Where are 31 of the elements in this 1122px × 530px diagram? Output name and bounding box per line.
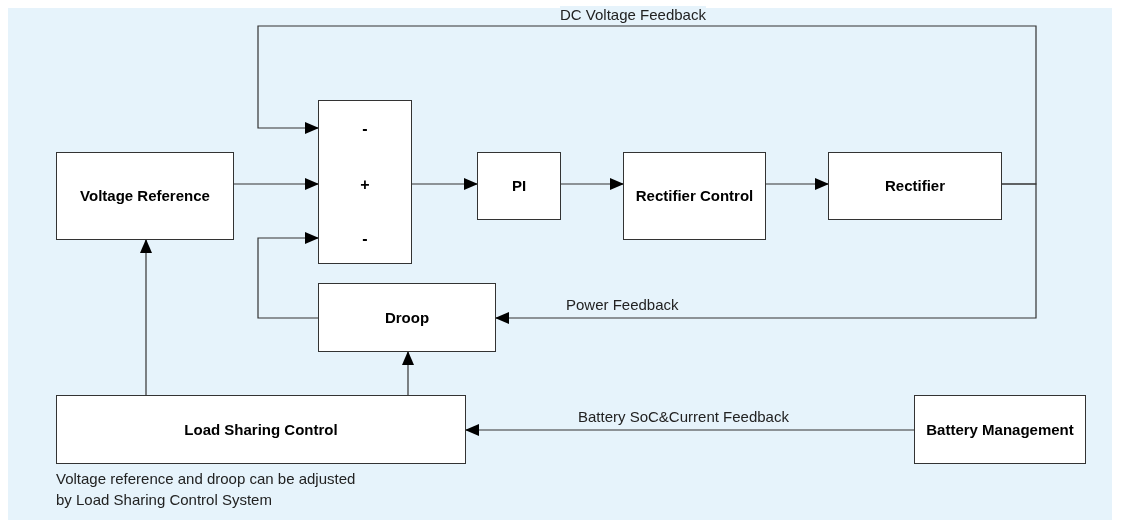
block-label: Load Sharing Control: [183, 419, 339, 440]
sign-label: +: [359, 176, 371, 194]
process-box: [623, 152, 766, 240]
arrow: [257, 232, 319, 319]
arrow: [233, 178, 319, 190]
block-label: Rectifier: [884, 176, 946, 196]
block-label: PI: [510, 176, 528, 196]
arrow: [560, 178, 624, 190]
arrow: [140, 239, 152, 396]
sign-label: -: [361, 230, 369, 248]
process-box: [477, 152, 561, 220]
process-box: [914, 395, 1086, 464]
arrow: [411, 178, 478, 190]
process-box: [318, 283, 496, 352]
arrow: [765, 178, 829, 190]
block-label: Rectifier Control: [634, 186, 755, 206]
block-label: Voltage Reference: [79, 186, 211, 206]
arrow: [402, 351, 414, 396]
edge-label: DC Voltage Feedback: [560, 6, 706, 24]
note-text: Voltage reference and droop can be adjusted by Load Sharing Control System: [56, 469, 356, 510]
process-box: [56, 152, 234, 240]
summing-block: [318, 100, 412, 264]
block-label: Battery Management: [925, 419, 1075, 440]
process-box: [56, 395, 466, 464]
arrow: [495, 183, 1037, 324]
process-box: [828, 152, 1002, 220]
edge-label: Battery SoC&Current Feedback: [578, 408, 789, 426]
arrow: [465, 424, 915, 436]
arrow: [257, 25, 1037, 185]
sign-label: -: [361, 120, 369, 138]
block-label: Droop: [383, 307, 431, 328]
